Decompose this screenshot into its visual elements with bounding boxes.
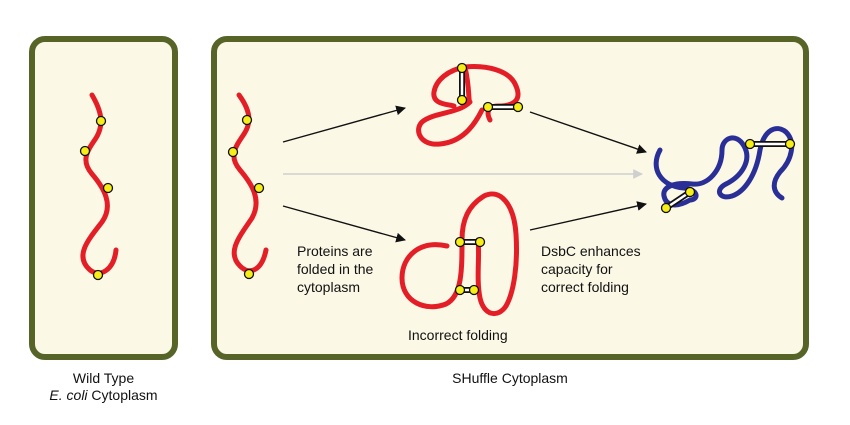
wild-type-cytoplasm-panel [29, 36, 178, 360]
correctly-folded-protein [653, 126, 796, 214]
wild-type-unfolded-protein [79, 92, 119, 281]
cysteine-dot [456, 62, 468, 74]
cysteine-dot [784, 138, 796, 150]
dsbc-line3: correct folding [541, 279, 629, 295]
partially-folded-protein [416, 62, 524, 147]
arrow-to-incorrect-fold [282, 205, 406, 243]
cysteine-dot [241, 114, 253, 126]
cytoplasm-text: Cytoplasm [87, 387, 158, 403]
shuffle-cytoplasm-panel [211, 36, 809, 360]
dsbc-line1: DsbC enhances [541, 243, 641, 259]
cysteine-dot [79, 145, 91, 157]
cysteine-dot [482, 101, 494, 113]
cysteine-dot [684, 186, 696, 198]
ecoli-italic: E. coli [49, 387, 88, 403]
wild-type-caption-line1: Wild Type [72, 370, 135, 386]
cysteine-dot [744, 138, 756, 150]
shuffle-caption: SHuffle Cytoplasm [452, 370, 568, 386]
proteins-folded-line2: folded in the [297, 261, 374, 277]
shuffle-unfolded-protein [227, 92, 269, 280]
wild-type-caption-line2: E. coli Cytoplasm [29, 387, 178, 404]
cysteine-dot [253, 182, 265, 194]
cysteine-dot [454, 284, 466, 296]
cysteine-dot [474, 236, 486, 248]
cysteine-dot [95, 115, 107, 127]
dsbc-line2: capacity for [541, 261, 613, 277]
cysteine-dot [454, 236, 466, 248]
arrow-incorrect-to-correct [529, 201, 647, 231]
cysteine-dot [227, 146, 239, 158]
proteins-folded-line1: Proteins are [297, 243, 373, 259]
arrow-partial-to-correct [529, 111, 647, 154]
cysteine-dot [456, 94, 468, 106]
incorrect-folding-label: Incorrect folding [408, 327, 508, 343]
arrow-to-partial-fold [282, 105, 406, 143]
cysteine-dot [102, 182, 114, 194]
cysteine-dot [660, 202, 672, 214]
proteins-folded-line3: cytoplasm [297, 279, 361, 295]
cysteine-dot [243, 268, 255, 280]
cysteine-dot [468, 284, 480, 296]
wild-type-caption: Wild Type E. coli Cytoplasm [29, 370, 178, 404]
cysteine-dot [92, 269, 104, 281]
proteins-folded-label: Proteins are folded in the cytoplasm [297, 242, 373, 296]
incorrectly-folded-protein [399, 191, 519, 316]
dsbc-label: DsbC enhances capacity for correct foldi… [541, 242, 641, 296]
cysteine-dot [512, 101, 524, 113]
